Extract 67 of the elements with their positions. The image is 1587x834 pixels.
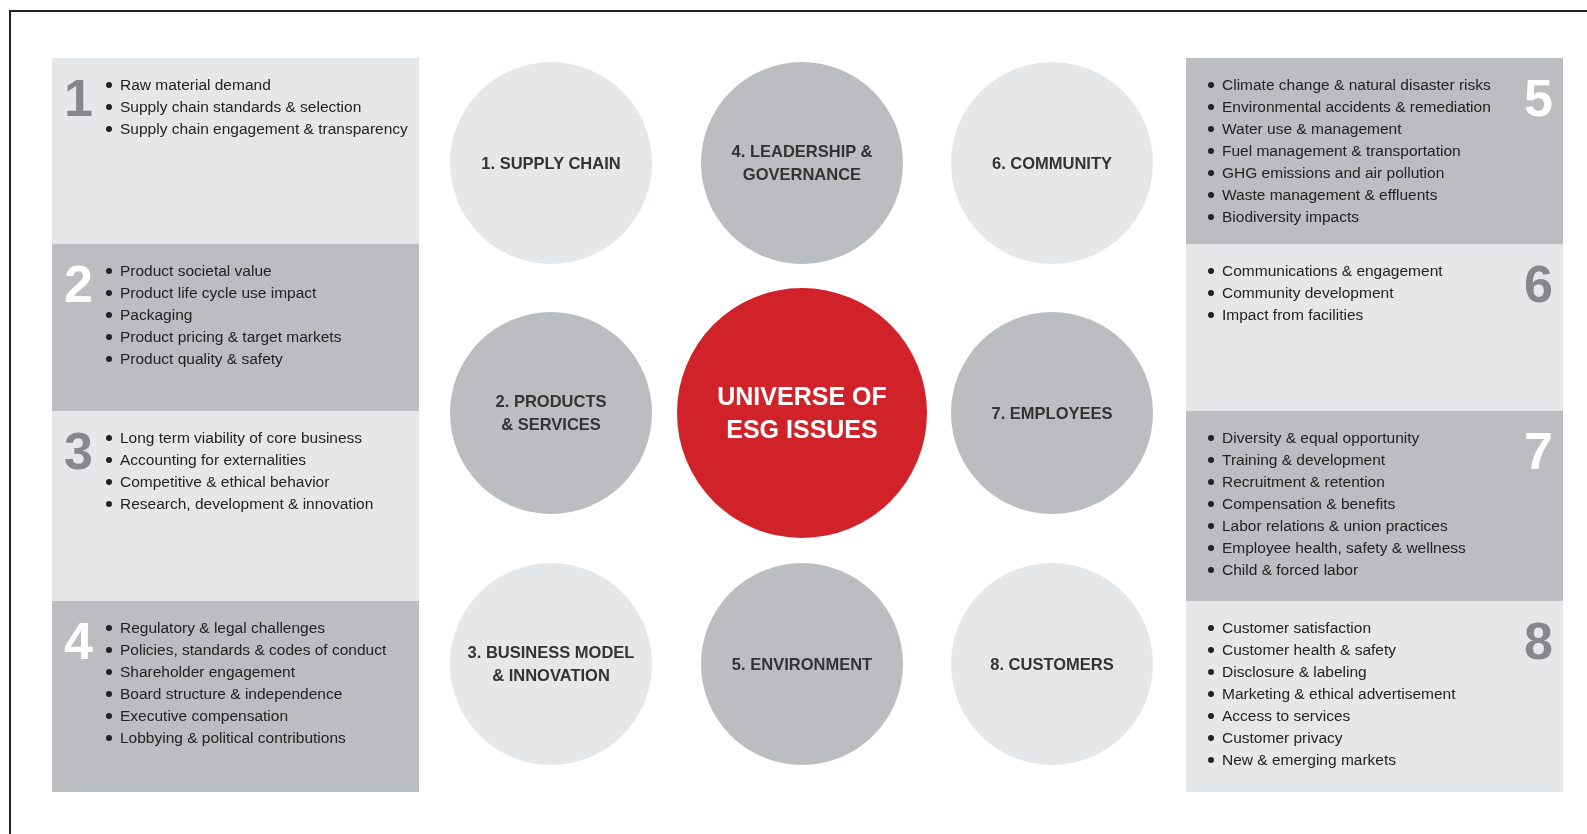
bullet-item: Water use & management [1206, 118, 1491, 140]
issue-panel [1186, 244, 1563, 411]
section-number: 1 [64, 72, 93, 124]
bullet-item: Marketing & ethical advertisement [1206, 683, 1456, 705]
bullet-item: Supply chain standards & selection [104, 96, 408, 118]
topic-label: 4. LEADERSHIP & GOVERNANCE [730, 141, 874, 185]
bullet-item: Customer privacy [1206, 727, 1456, 749]
bullet-item: Product societal value [104, 260, 342, 282]
bullet-item: Child & forced labor [1206, 559, 1466, 581]
topic-label: 2. PRODUCTS & SERVICES [494, 391, 608, 435]
bullet-item: Shareholder engagement [104, 661, 387, 683]
bullet-item: Packaging [104, 304, 342, 326]
bullet-item: Biodiversity impacts [1206, 206, 1491, 228]
bullet-item: Waste management & effluents [1206, 184, 1491, 206]
bullet-item: Climate change & natural disaster risks [1206, 74, 1491, 96]
section-number: 2 [64, 258, 93, 310]
bullet-item: Compensation & benefits [1206, 493, 1466, 515]
bullet-item: Recruitment & retention [1206, 471, 1466, 493]
topic-label: 5. ENVIRONMENT [731, 653, 873, 675]
bullet-item: Executive compensation [104, 705, 387, 727]
bullet-item: Customer health & safety [1206, 639, 1456, 661]
bullet-item: Product life cycle use impact [104, 282, 342, 304]
bullet-item: Product quality & safety [104, 348, 342, 370]
bullet-item: Policies, standards & codes of conduct [104, 639, 387, 661]
bullet-item: Product pricing & target markets [104, 326, 342, 348]
bullet-item: Long term viability of core business [104, 427, 374, 449]
bullet-item: Employee health, safety & wellness [1206, 537, 1466, 559]
section-number: 8 [1524, 615, 1553, 667]
issue-panel [52, 244, 419, 411]
topic-label: 8. CUSTOMERS [990, 653, 1114, 675]
topic-label: 7. EMPLOYEES [991, 402, 1113, 424]
issue-panel [52, 411, 419, 601]
bullet-item: Customer satisfaction [1206, 617, 1456, 639]
issue-panel [1186, 601, 1563, 792]
issue-panel [52, 58, 419, 244]
topic-label: 3. BUSINESS MODEL & INNOVATION [466, 642, 636, 686]
section-number: 7 [1524, 425, 1553, 477]
bullet-item: Environmental accidents & remediation [1206, 96, 1491, 118]
topic-label: UNIVERSE OF ESG ISSUES [716, 381, 888, 445]
bullet-item: Diversity & equal opportunity [1206, 427, 1466, 449]
bullet-item: Training & development [1206, 449, 1466, 471]
bullet-item: Accounting for externalities [104, 449, 374, 471]
bullet-item: Research, development & innovation [104, 493, 374, 515]
bullet-item: Lobbying & political contributions [104, 727, 387, 749]
issue-panel [1186, 58, 1563, 244]
section-number: 5 [1524, 72, 1553, 124]
bullet-item: Community development [1206, 282, 1443, 304]
issue-panel [52, 601, 419, 792]
bullet-item: Board structure & independence [104, 683, 387, 705]
bullet-item: Fuel management & transportation [1206, 140, 1491, 162]
bullet-item: Labor relations & union practices [1206, 515, 1466, 537]
topic-label: 6. COMMUNITY [991, 152, 1113, 174]
bullet-item: Disclosure & labeling [1206, 661, 1456, 683]
bullet-item: Raw material demand [104, 74, 408, 96]
bullet-item: Impact from facilities [1206, 304, 1443, 326]
bullet-item: New & emerging markets [1206, 749, 1456, 771]
bullet-item: Competitive & ethical behavior [104, 471, 374, 493]
bullet-item: Access to services [1206, 705, 1456, 727]
topic-label: 1. SUPPLY CHAIN [481, 152, 621, 174]
bullet-item: Supply chain engagement & transparency [104, 118, 408, 140]
bullet-item: Communications & engagement [1206, 260, 1443, 282]
section-number: 6 [1524, 258, 1553, 310]
bullet-item: Regulatory & legal challenges [104, 617, 387, 639]
section-number: 4 [64, 615, 93, 667]
section-number: 3 [64, 425, 93, 477]
bullet-item: GHG emissions and air pollution [1206, 162, 1491, 184]
issue-panel [1186, 411, 1563, 601]
